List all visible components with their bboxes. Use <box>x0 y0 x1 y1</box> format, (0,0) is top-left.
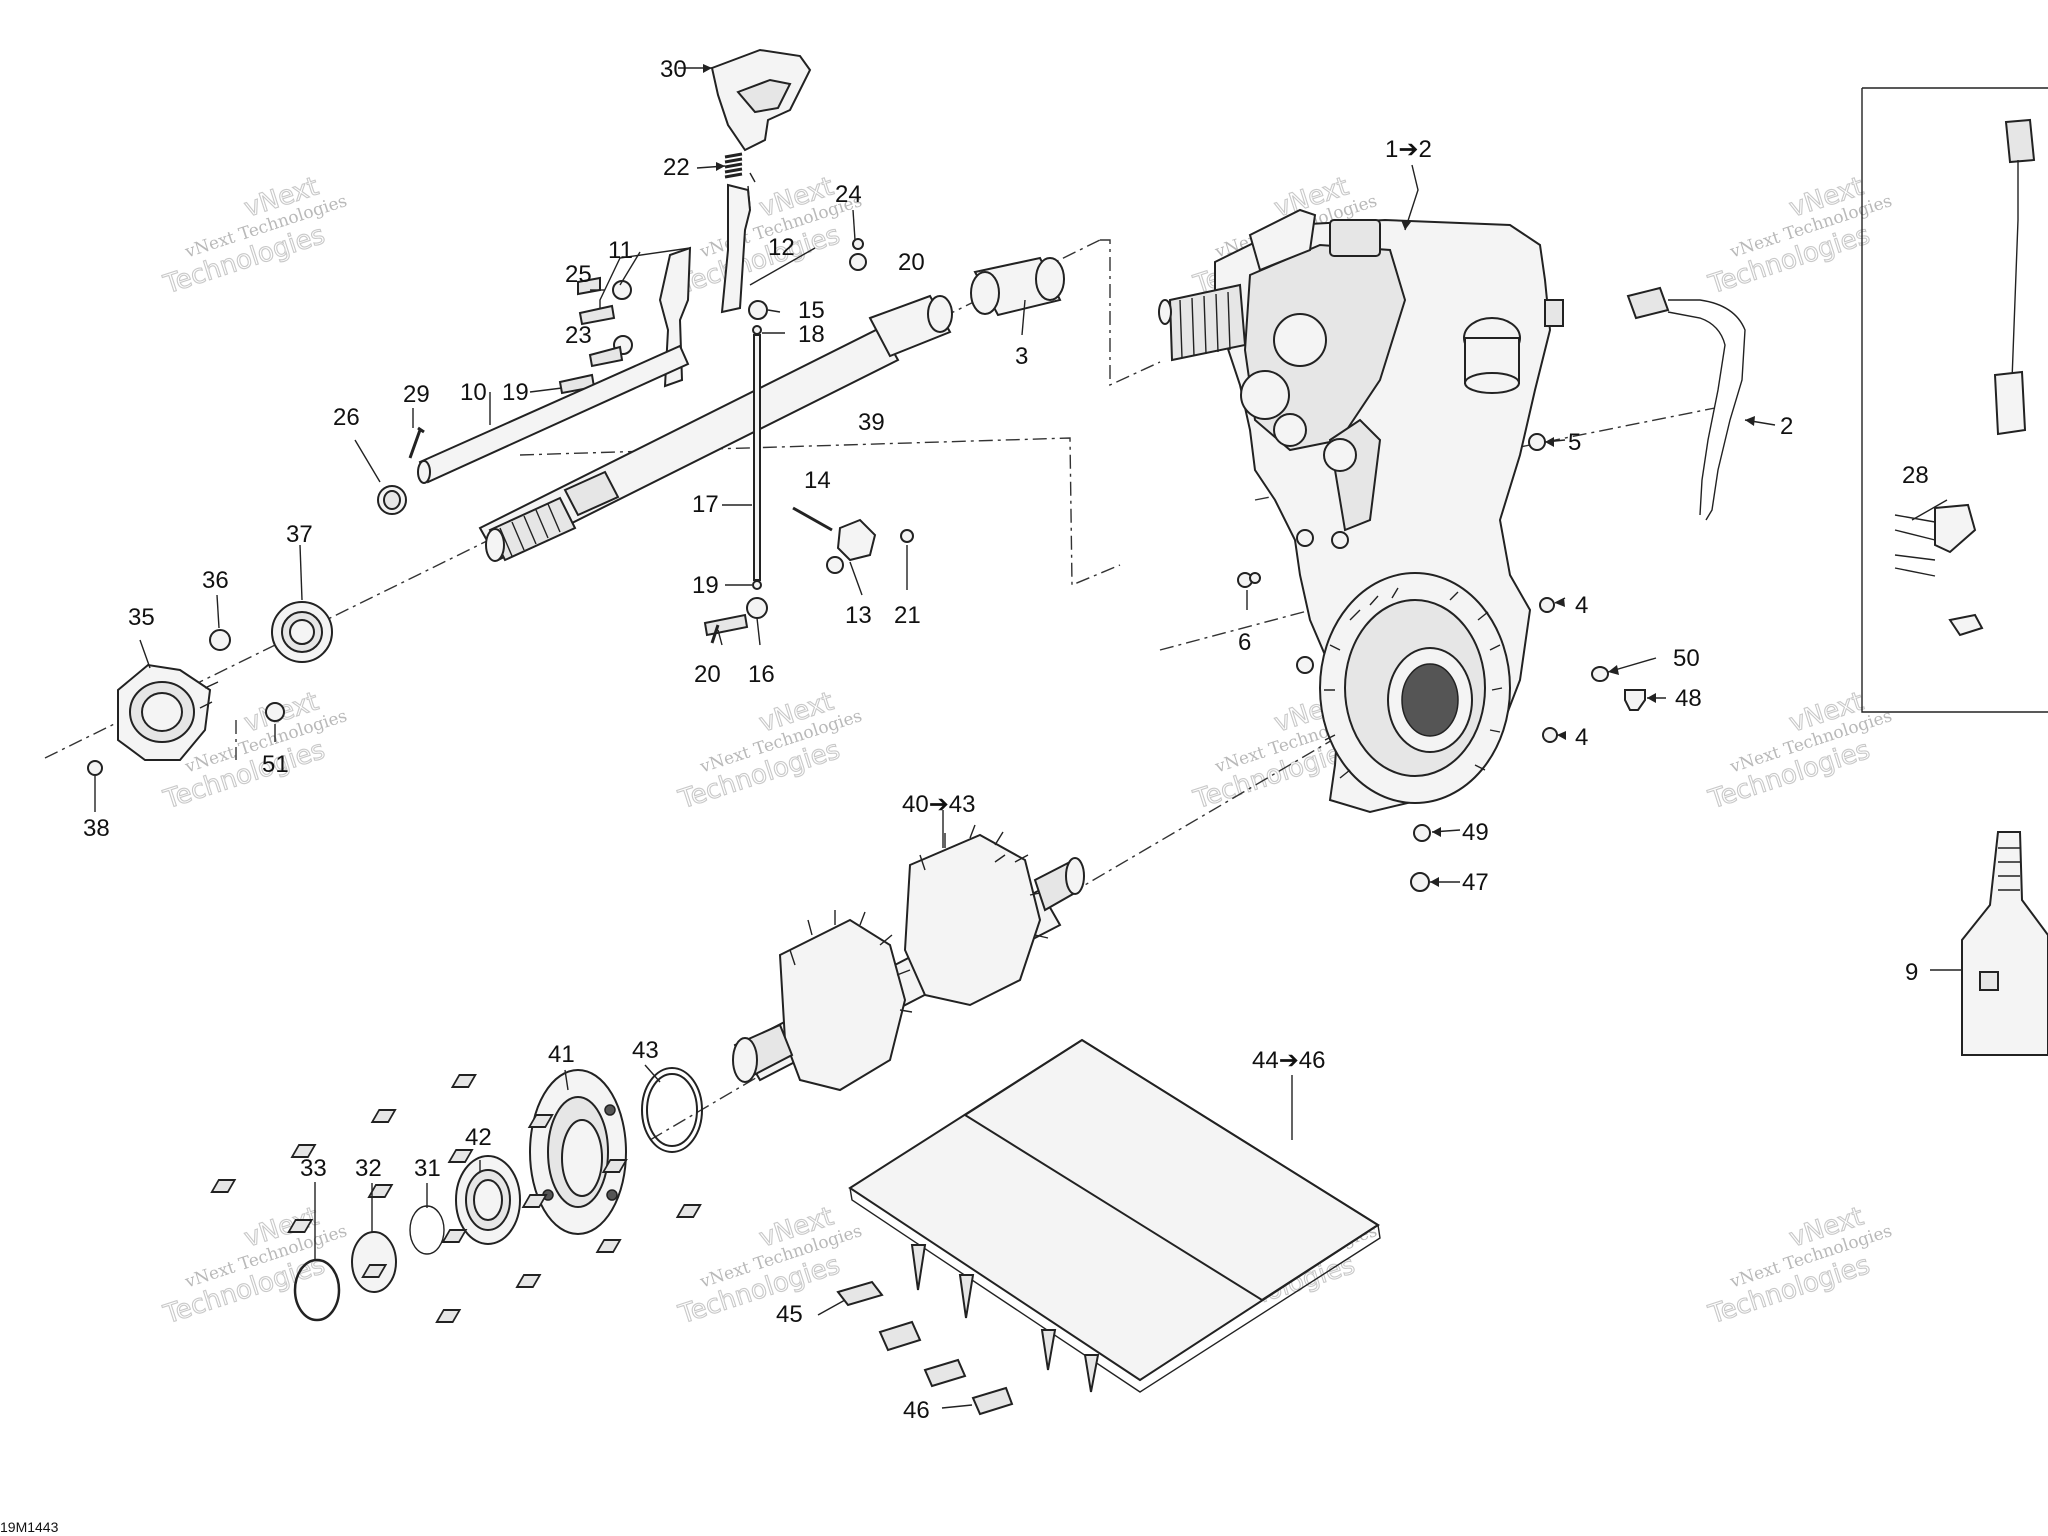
shift-knob <box>710 48 812 152</box>
label-41: 41 <box>548 1041 575 1068</box>
label-22: 22 <box>663 154 690 181</box>
label-2: 2 <box>1780 413 1793 440</box>
harness-axis-line <box>1254 407 1716 501</box>
flange-plate-35 <box>87 629 285 776</box>
inset-panel <box>1861 87 2048 713</box>
track-clips <box>836 1280 1014 1416</box>
sleeve-3 <box>970 256 1065 317</box>
label-25: 25 <box>565 261 592 288</box>
gearbox-housing <box>1158 208 1564 814</box>
label-44-to-46: 44➔46 <box>1252 1047 1326 1074</box>
track-plate-44 <box>210 1038 1381 1393</box>
label-11: 11 <box>608 237 633 264</box>
watermark-8: vNext vNext Technologies Technologies <box>1704 686 1895 816</box>
watermark-6: vNext vNext Technologies Technologies <box>674 686 865 816</box>
oil-bottle-9 <box>1961 831 2048 1056</box>
selector-axis-line <box>519 437 1121 587</box>
label-26: 26 <box>333 404 360 431</box>
label-5: 5 <box>1568 429 1581 456</box>
label-18: 18 <box>798 321 825 348</box>
label-42: 42 <box>465 1124 492 1151</box>
label-45: 45 <box>776 1301 803 1328</box>
seal-32 <box>351 1231 397 1293</box>
small-hardware <box>1237 433 1646 892</box>
label-47: 47 <box>1462 869 1489 896</box>
label-24: 24 <box>835 181 862 208</box>
label-16: 16 <box>748 661 775 688</box>
label-12: 12 <box>768 234 795 261</box>
label-40-to-43: 40➔43 <box>902 791 976 818</box>
label-3: 3 <box>1015 343 1028 370</box>
oring-43 <box>641 1067 703 1153</box>
label-10: 10 <box>460 379 487 406</box>
label-17: 17 <box>692 491 719 518</box>
label-33: 33 <box>300 1155 327 1182</box>
label-28: 28 <box>1902 462 1929 489</box>
arrowheads <box>703 64 1755 887</box>
diagram-code: 19M1443 <box>0 1519 59 1535</box>
harness-2 <box>1626 286 1746 521</box>
bearing-42 <box>455 1155 521 1245</box>
label-30: 30 <box>660 56 687 83</box>
track-cleats <box>210 1074 702 1323</box>
label-13: 13 <box>845 602 872 629</box>
leader-lines <box>94 67 1962 1409</box>
spring <box>724 152 743 179</box>
label-20-lower: 20 <box>694 661 721 688</box>
nut-20-top <box>849 253 867 271</box>
label-49: 49 <box>1462 819 1489 846</box>
label-46: 46 <box>903 1397 930 1424</box>
label-20-upper: 20 <box>898 249 925 276</box>
label-38: 38 <box>83 815 110 842</box>
input-shaft-splines <box>1168 283 1247 362</box>
label-4-lower: 4 <box>1575 724 1588 751</box>
output-flange <box>1319 572 1511 804</box>
watermark-1: vNext vNext Technologies Technologies <box>159 171 350 301</box>
collar-26 <box>377 485 407 515</box>
shaft-axis-jog <box>1100 239 1161 387</box>
shift-lever <box>720 172 864 314</box>
label-9: 9 <box>1905 959 1918 986</box>
label-37: 37 <box>286 521 313 548</box>
drive-hub-40 <box>732 824 1085 1092</box>
oring-31 <box>409 1205 445 1255</box>
main-shaft-39 <box>478 294 953 562</box>
label-15: 15 <box>798 297 825 324</box>
label-6: 6 <box>1238 629 1251 656</box>
label-50: 50 <box>1673 645 1700 672</box>
watermark-4: vNext vNext Technologies Technologies <box>1704 171 1895 301</box>
label-29: 29 <box>403 381 430 408</box>
label-51: 51 <box>262 751 289 778</box>
label-39: 39 <box>858 409 885 436</box>
label-36: 36 <box>202 567 229 594</box>
pin-29 <box>408 426 425 459</box>
label-19-upper: 19 <box>502 379 529 406</box>
label-48: 48 <box>1675 685 1702 712</box>
label-31: 31 <box>414 1155 441 1182</box>
label-19-lower: 19 <box>692 572 719 599</box>
label-35: 35 <box>128 604 155 631</box>
clip-33 <box>293 1258 341 1322</box>
sprocket-41 <box>529 1069 627 1235</box>
callout-labels: 1➔2 2 3 4 4 5 6 9 10 11 12 13 14 15 16 1… <box>83 56 1929 1424</box>
selector-cam-13 <box>792 506 914 574</box>
label-32: 32 <box>355 1155 382 1182</box>
bearing-37 <box>271 601 333 663</box>
oring-43-inner <box>646 1073 698 1147</box>
label-21: 21 <box>894 602 921 629</box>
label-1-to-2: 1➔2 <box>1385 136 1432 163</box>
label-43: 43 <box>632 1037 659 1064</box>
watermark-12: vNext vNext Technologies Technologies <box>1704 1201 1895 1331</box>
shaft-tube-10 <box>417 344 690 484</box>
label-4-upper: 4 <box>1575 592 1588 619</box>
label-23: 23 <box>565 322 592 349</box>
label-14: 14 <box>804 467 831 494</box>
